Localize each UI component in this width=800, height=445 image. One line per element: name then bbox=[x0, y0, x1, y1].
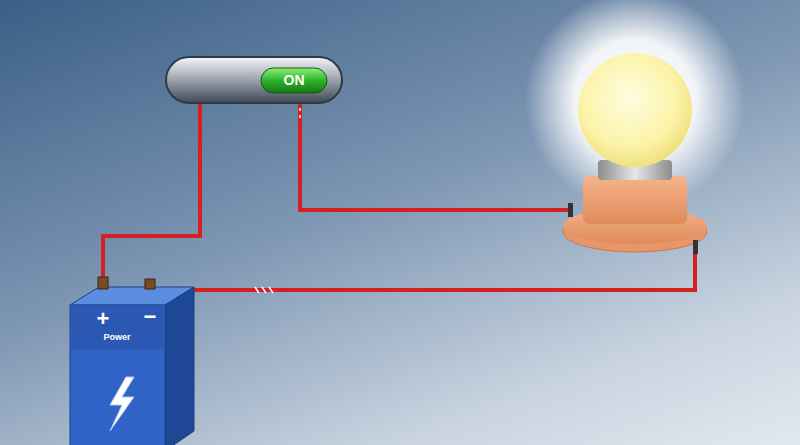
battery: + − Power bbox=[70, 281, 195, 445]
switch: ON bbox=[165, 56, 343, 104]
terminal-sign: − bbox=[144, 306, 157, 328]
bulb-glow bbox=[525, 0, 745, 210]
switch-shape bbox=[165, 56, 343, 104]
bulb-terminal bbox=[693, 240, 698, 254]
wire bbox=[103, 104, 200, 281]
wire bbox=[150, 252, 695, 290]
battery-label: Power bbox=[103, 333, 130, 342]
terminal-sign: + bbox=[97, 308, 110, 330]
battery-shape bbox=[70, 281, 195, 445]
wire bbox=[300, 104, 572, 210]
switch-state: ON bbox=[284, 73, 305, 87]
bulb-globe bbox=[578, 53, 692, 167]
wire-break bbox=[299, 108, 301, 118]
wire-break bbox=[255, 287, 273, 293]
bulb-terminal bbox=[568, 203, 573, 217]
bulb-socket bbox=[583, 176, 687, 224]
